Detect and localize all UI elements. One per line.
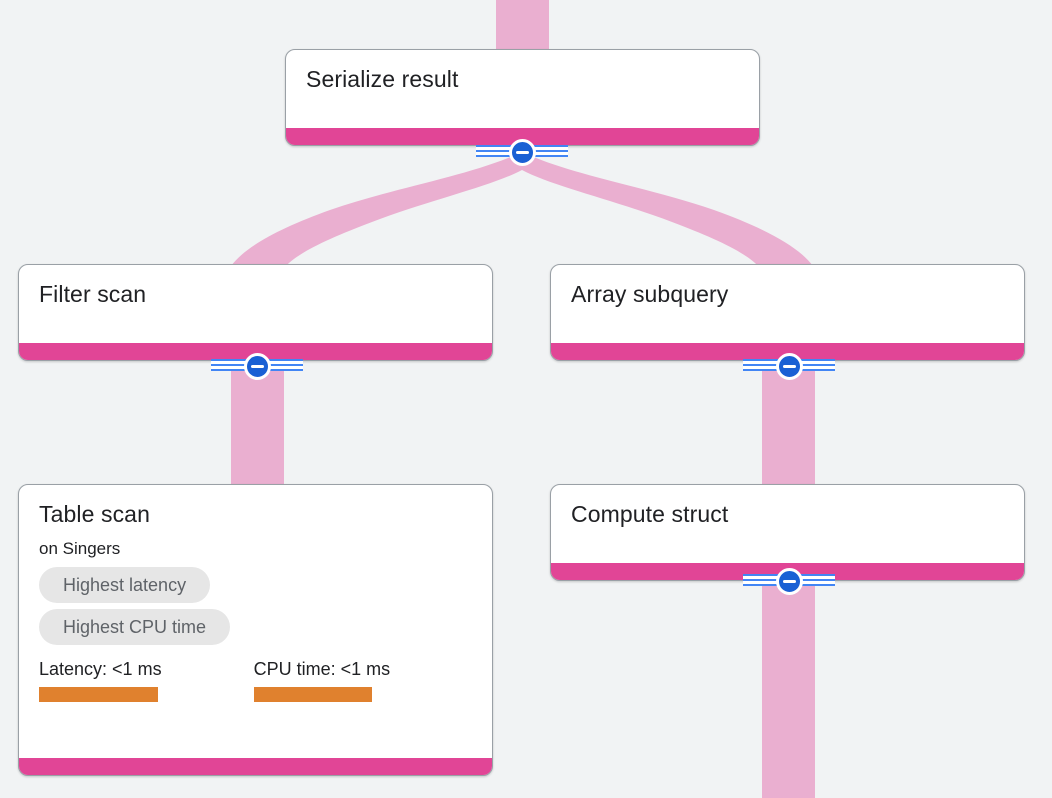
- node-body: Compute struct: [551, 485, 1024, 563]
- node-footer-bar: [19, 343, 492, 360]
- minus-circle-icon[interactable]: [508, 138, 536, 166]
- metric-latency-bar: [39, 686, 158, 702]
- node-body: Table scan on Singers Highest latency Hi…: [19, 485, 492, 758]
- edge-serialize-to-array-subquery: [522, 152, 813, 268]
- minus-circle-icon[interactable]: [243, 352, 271, 380]
- node-body: Array subquery: [551, 265, 1024, 343]
- node-badge-list: Highest latency Highest CPU time: [39, 566, 231, 645]
- node-metric-list: Latency: <1 ms CPU time: <1 ms: [39, 659, 390, 702]
- node-footer-bar: [19, 758, 492, 775]
- node-title: Serialize result: [306, 66, 459, 92]
- node-footer-bar: [551, 343, 1024, 360]
- node-title: Table scan: [39, 501, 150, 527]
- node-array-subquery[interactable]: Array subquery: [550, 264, 1025, 361]
- status-badge-highest-cpu-time: Highest CPU time: [39, 608, 231, 645]
- edge-compute-struct-outgoing: [762, 576, 815, 798]
- metric-latency: Latency: <1 ms: [39, 659, 162, 702]
- node-title: Array subquery: [571, 281, 729, 307]
- node-title: Filter scan: [39, 281, 147, 307]
- node-subtitle: on Singers: [39, 538, 121, 558]
- edge-incoming-stub: [496, 0, 549, 50]
- metric-cpu-time: CPU time: <1 ms: [253, 658, 391, 702]
- node-filter-scan[interactable]: Filter scan: [18, 264, 493, 361]
- collapse-toggle-filter-scan[interactable]: [211, 352, 303, 380]
- collapse-toggle-array-subquery[interactable]: [743, 352, 835, 380]
- node-serialize-result[interactable]: Serialize result: [285, 49, 760, 146]
- collapse-toggle-serialize-result[interactable]: [476, 138, 568, 166]
- minus-circle-icon[interactable]: [775, 567, 803, 595]
- edge-serialize-to-filter-scan: [231, 152, 522, 268]
- minus-circle-icon[interactable]: [775, 352, 803, 380]
- metric-cpu-time-bar: [253, 686, 372, 702]
- status-badge-highest-latency: Highest latency: [39, 566, 211, 603]
- collapse-toggle-compute-struct[interactable]: [743, 567, 835, 595]
- node-body: Filter scan: [19, 265, 492, 343]
- node-body: Serialize result: [286, 50, 759, 128]
- node-title: Compute struct: [571, 501, 729, 527]
- metric-latency-label: Latency: <1 ms: [39, 658, 162, 679]
- node-footer-bar: [286, 128, 759, 145]
- metric-cpu-time-label: CPU time: <1 ms: [253, 658, 391, 679]
- node-table-scan[interactable]: Table scan on Singers Highest latency Hi…: [18, 484, 493, 776]
